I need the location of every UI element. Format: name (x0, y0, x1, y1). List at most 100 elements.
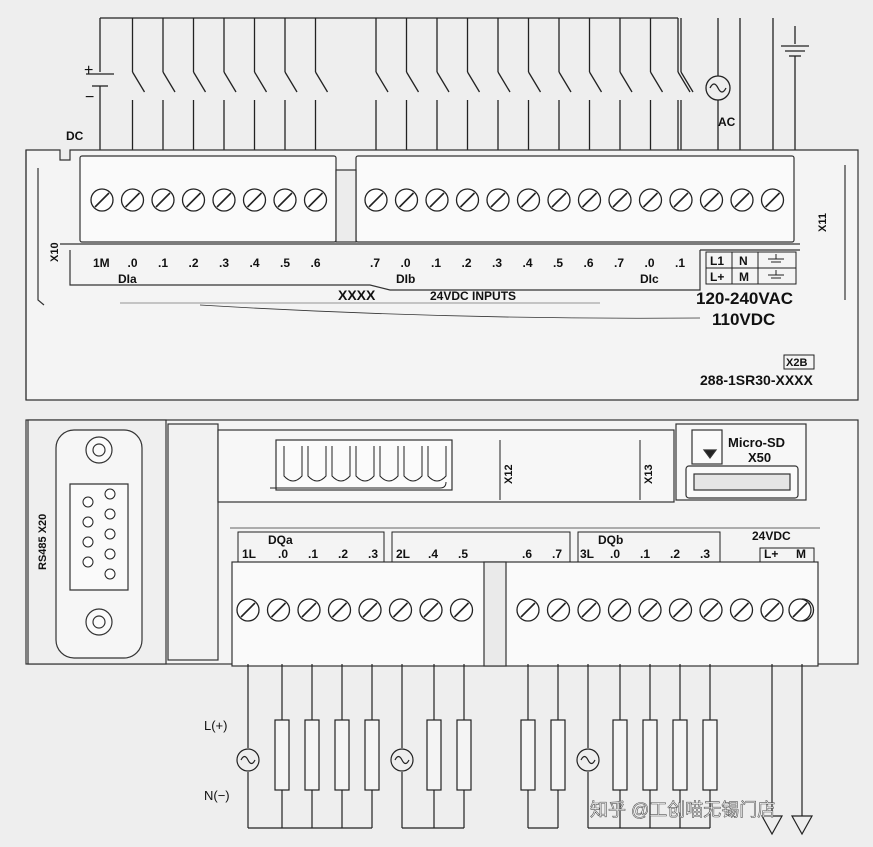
terminal-screw (242, 188, 267, 212)
load-resistor (304, 664, 320, 828)
input-switch-wire (375, 18, 389, 150)
input-switch-wire (284, 18, 298, 150)
terminal-screw (364, 188, 388, 212)
input-switch-wire (497, 18, 511, 150)
terminal-screw (327, 598, 352, 622)
ac-source-symbol (390, 748, 414, 772)
power-24vdc: 24VDC (752, 529, 791, 543)
x12-label: X12 (503, 464, 515, 484)
input-terminal-label: .0 (401, 256, 411, 270)
load-resistor (550, 664, 566, 828)
sd-label: Micro-SD (728, 435, 785, 450)
output-terminal-label: 1L (242, 547, 256, 561)
input-switch-wire (162, 18, 176, 150)
input-terminal-label: 1M (93, 256, 110, 270)
input-switch-wire (405, 18, 420, 150)
input-terminal-label: .7 (370, 256, 380, 270)
output-terminal-label: .2 (670, 547, 680, 561)
terminal-screw (516, 598, 540, 622)
load-resistor (334, 664, 350, 828)
load-resistor (426, 664, 442, 828)
terminal-screw (303, 188, 328, 212)
connector-slots (270, 440, 641, 500)
input-switch-wire (466, 18, 481, 150)
ac-source-symbol (236, 748, 260, 772)
output-terminal-label: .0 (278, 547, 288, 561)
bottom-wiring (236, 664, 814, 836)
input-switch-wire (649, 18, 664, 150)
output-terminal-label: 2L (396, 547, 410, 561)
terminal-screw (425, 188, 449, 212)
load-resistor (672, 664, 688, 828)
input-switch-wire (558, 18, 572, 150)
bottom-terminal-screws (236, 598, 815, 622)
input-switch-wire (527, 18, 542, 150)
input-terminal-label: .3 (219, 256, 229, 270)
terminal-screw (486, 188, 510, 212)
input-terminal-label: .1 (431, 256, 441, 270)
load-resistor (274, 664, 290, 828)
power-n: N (739, 254, 748, 268)
output-terminal-label: .3 (368, 547, 378, 561)
load-resistor (612, 664, 628, 828)
output-terminal-label: .1 (640, 547, 650, 561)
input-terminal-label: .5 (553, 256, 563, 270)
terminal-screw (547, 188, 571, 212)
power-terminal-box (705, 251, 797, 285)
input-switch-wire (436, 18, 450, 150)
input-terminal-label: .7 (614, 256, 624, 270)
x11-label: X11 (817, 213, 829, 232)
top-wiring: + − (84, 17, 809, 150)
input-switch-wire (223, 18, 237, 150)
input-terminal-label: .4 (523, 256, 533, 270)
x50-label: X50 (748, 450, 771, 465)
terminal-screw (546, 598, 571, 622)
output-terminal-label: .2 (338, 547, 348, 561)
input-switch-wire (253, 18, 268, 150)
power-m-bottom: M (796, 547, 806, 561)
input-terminal-label: .5 (280, 256, 290, 270)
input-terminal-label: .6 (311, 256, 321, 270)
terminal-screw (358, 598, 382, 622)
terminal-screw (638, 188, 663, 212)
power-lplus-bottom: L+ (764, 547, 778, 561)
group-dib: DIb (396, 272, 415, 286)
load-resistor (642, 664, 658, 828)
input-switch-wire (677, 18, 691, 150)
output-brackets (237, 531, 815, 562)
terminal-screw (212, 188, 236, 212)
input-switch-wire (131, 18, 146, 150)
load-resistor (702, 664, 718, 828)
x10-label: X10 (49, 242, 61, 262)
terminal-screw (236, 598, 260, 622)
rs485-pins (82, 488, 116, 580)
output-terminal-label: .3 (700, 547, 710, 561)
terminal-screw (668, 598, 693, 622)
terminal-screw (729, 598, 754, 622)
terminal-screw (297, 598, 321, 622)
terminal-screw (266, 598, 291, 622)
top-terminal-screws (90, 188, 785, 212)
input-switch-wire (192, 18, 207, 150)
input-terminal-label: .1 (158, 256, 168, 270)
group-dic: DIc (640, 272, 659, 286)
input-switch-wire (619, 18, 633, 150)
output-terminal-label: .5 (458, 547, 468, 561)
output-terminal-label: .4 (428, 547, 438, 561)
terminal-screw (181, 188, 206, 212)
terminal-screw (577, 188, 602, 212)
input-terminal-label: .0 (645, 256, 655, 270)
power-lplus: L+ (710, 270, 724, 284)
voltage-dc: 110VDC (712, 310, 775, 329)
terminal-screw (516, 188, 541, 212)
terminal-screw (608, 188, 632, 212)
watermark: 知乎 @工创喵无锡门店 (590, 800, 775, 820)
power-l1: L1 (710, 254, 724, 268)
terminal-screw (90, 188, 114, 212)
terminal-screw (760, 188, 785, 212)
x2b-badge: X2B (786, 357, 807, 369)
voltage-ac: 120-240VAC (696, 289, 793, 308)
terminal-screw (607, 598, 632, 622)
